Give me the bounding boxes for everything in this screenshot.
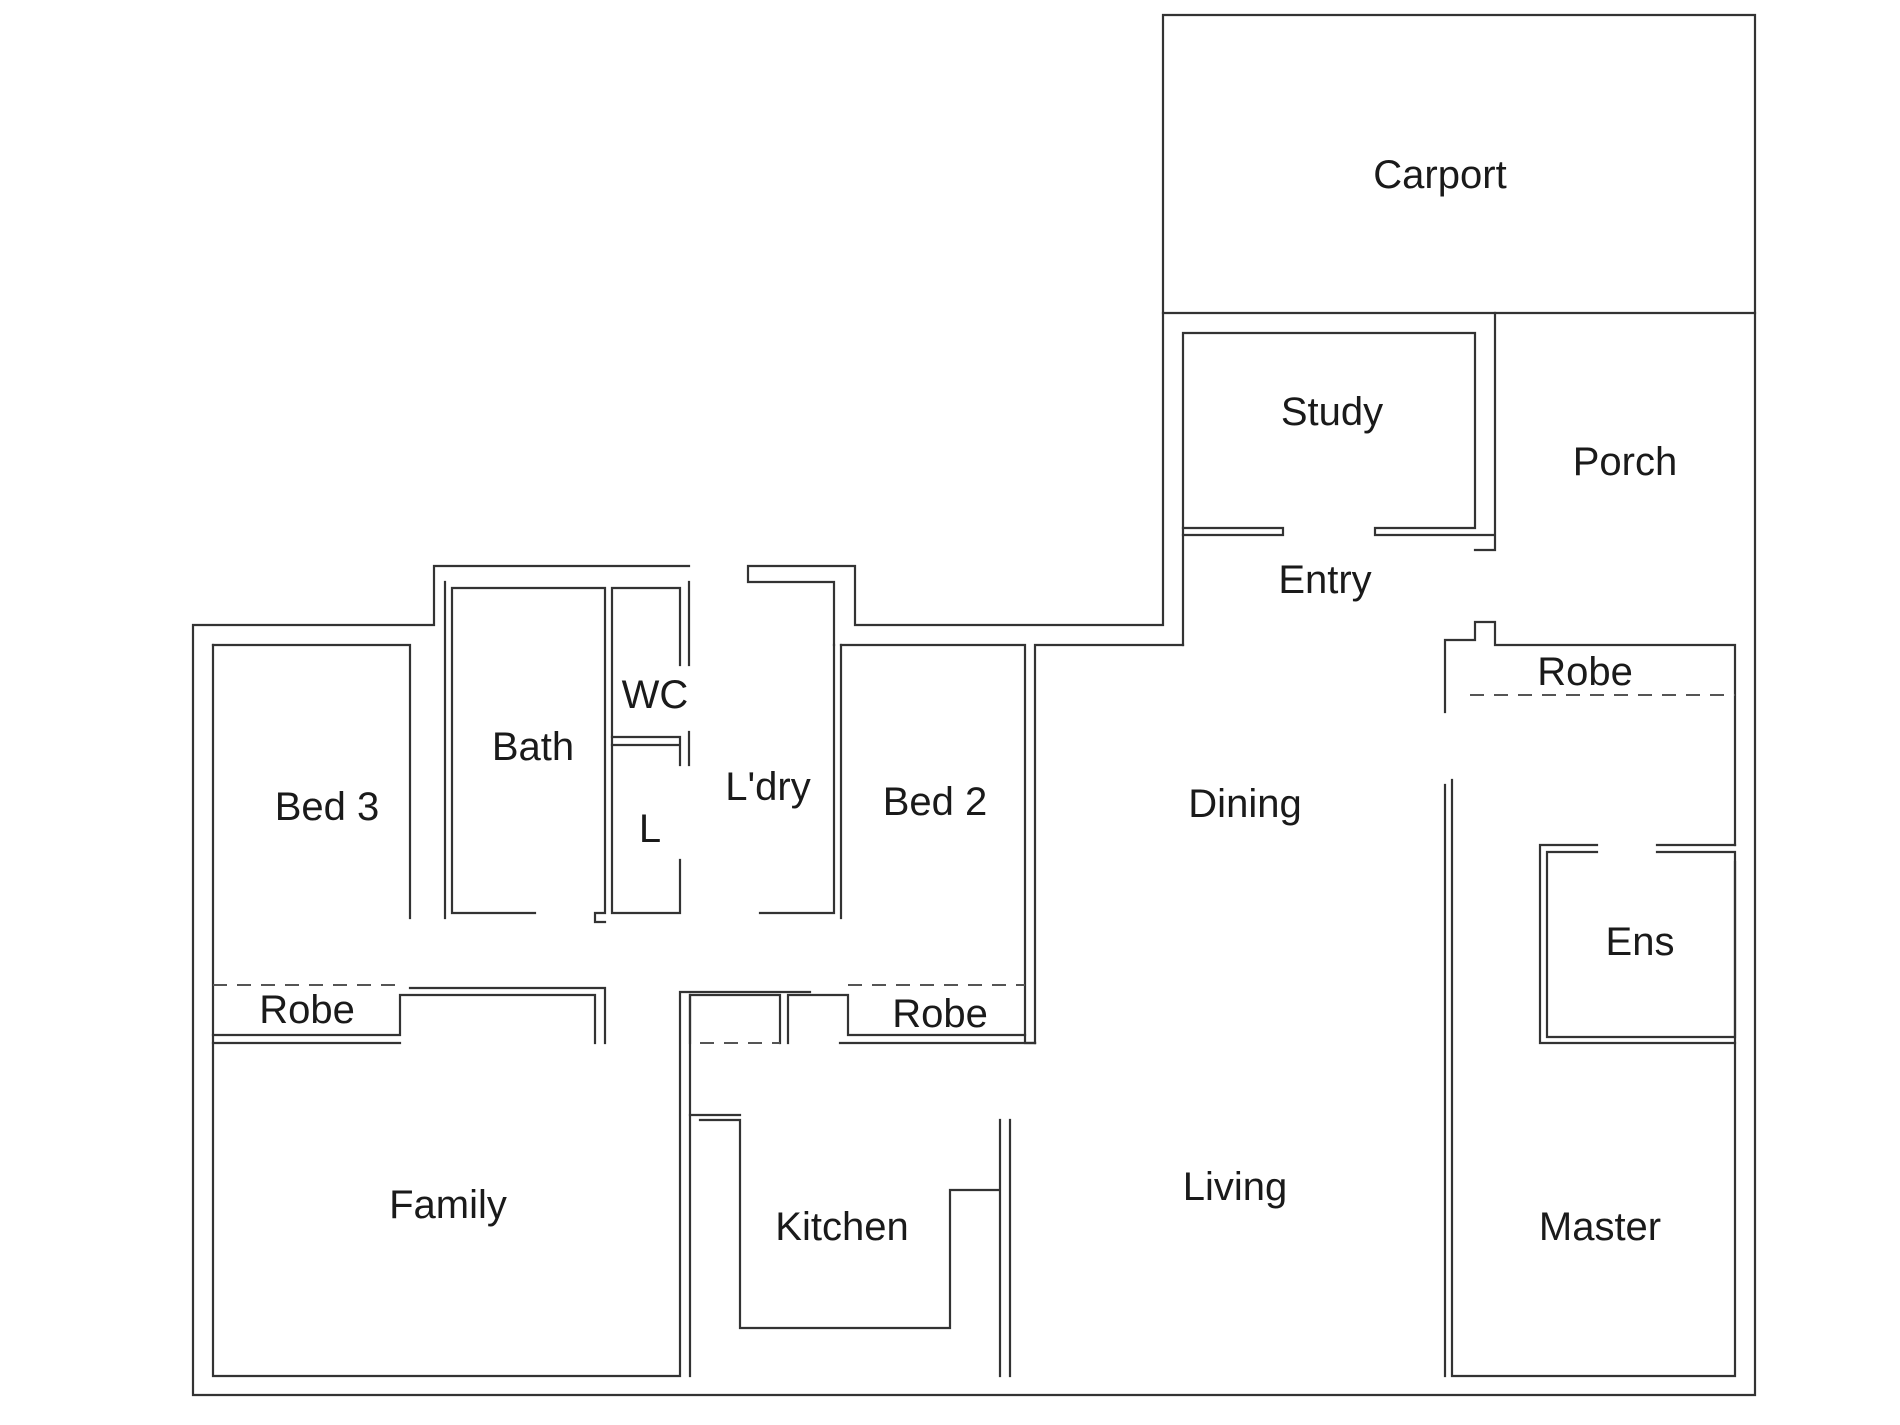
label-carport: Carport [1373, 153, 1506, 197]
label-linen: L [639, 807, 661, 851]
label-living: Living [1183, 1165, 1288, 1209]
inner-shell [211, 643, 812, 1378]
ens-wall [1538, 843, 1737, 1045]
walls [191, 13, 1757, 1397]
study-front-wall [1181, 526, 1285, 537]
label-entry: Entry [1278, 558, 1371, 602]
kitchen-walls [688, 993, 1002, 1378]
label-bath: Bath [492, 725, 574, 769]
label-ldry: L'dry [725, 765, 810, 809]
robe-bed3-wall [211, 993, 597, 1045]
room-labels: Carport Study Porch Entry Robe Bath WC B… [259, 153, 1677, 1249]
label-wc: WC [622, 673, 689, 717]
robe-dashed-lines [213, 694, 1735, 1044]
inner-shell-bed3 [211, 643, 412, 920]
outer-wall [746, 311, 1165, 647]
label-ens: Ens [1606, 920, 1675, 964]
robe-bed3-outer [408, 986, 607, 1045]
label-robe-bed2: Robe [892, 992, 988, 1036]
wc-wall [610, 586, 682, 915]
label-robe-master: Robe [1537, 650, 1633, 694]
label-porch: Porch [1573, 440, 1678, 484]
bed2-wall [839, 643, 1037, 1045]
outer-wall-left [191, 311, 1757, 1397]
wc-divider [610, 735, 682, 767]
label-robe-bed3: Robe [259, 988, 355, 1032]
robe-wall [1443, 620, 1737, 1378]
label-master: Master [1539, 1205, 1661, 1249]
label-study: Study [1281, 390, 1383, 434]
ens-inner [1545, 850, 1737, 1039]
bath-wall [443, 580, 607, 924]
dining-wall [1033, 643, 1185, 1045]
label-kitchen: Kitchen [775, 1205, 908, 1249]
label-dining: Dining [1188, 782, 1301, 826]
ldry-wall [758, 643, 843, 920]
label-bed3: Bed 3 [275, 785, 380, 829]
living-wall [1008, 783, 1447, 1378]
study-wall [1181, 311, 1497, 647]
label-bed2: Bed 2 [883, 780, 988, 824]
label-family: Family [389, 1183, 507, 1227]
